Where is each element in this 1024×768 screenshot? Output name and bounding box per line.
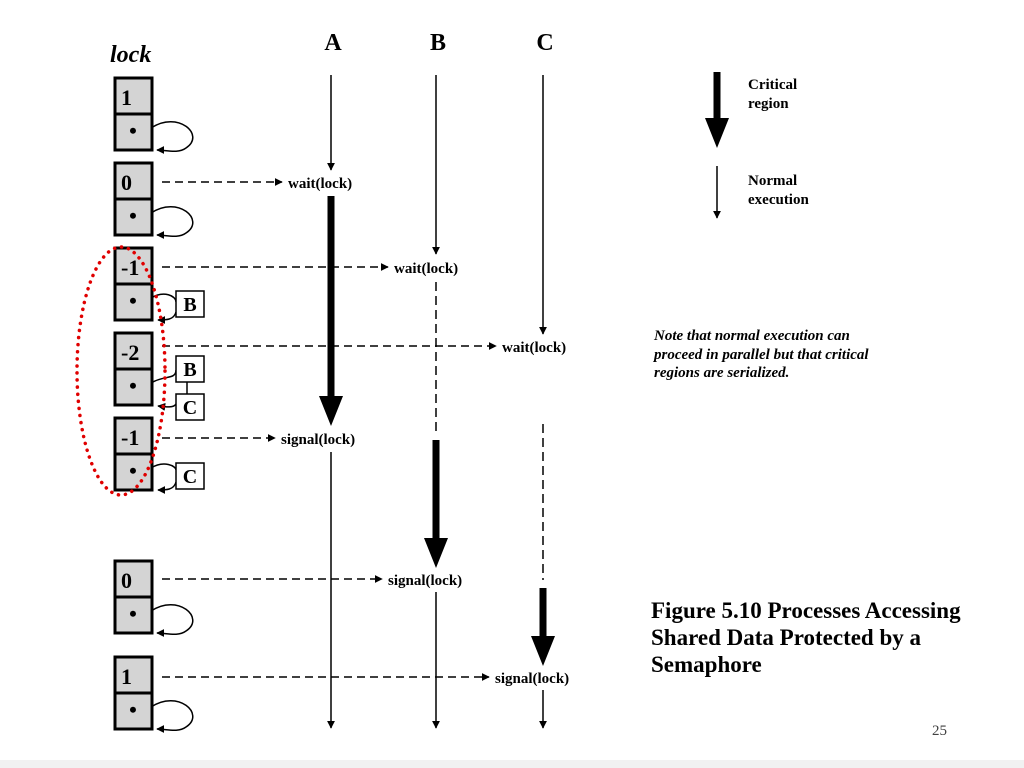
process-header-b: B	[430, 30, 446, 56]
timeline-a	[319, 75, 343, 729]
legend-critical: Critical region	[705, 72, 798, 148]
critical-arrowhead	[705, 118, 729, 148]
lock-state-box: 1 •	[113, 655, 194, 734]
svg-text:C: C	[183, 466, 197, 488]
page-number: 25	[932, 723, 947, 739]
lock-pointer: •	[129, 288, 137, 313]
lock-pointer: •	[129, 697, 137, 722]
queue-entry: B	[175, 355, 205, 383]
process-header-c: C	[536, 30, 553, 56]
process-header-a: A	[324, 30, 342, 56]
lock-count: -1	[121, 425, 139, 450]
lock-count: -1	[121, 255, 139, 280]
operation-arrow: wait(lock)	[162, 261, 458, 277]
operation-label: wait(lock)	[288, 176, 352, 192]
figure-caption: Figure 5.10 Processes Accessing Shared D…	[651, 598, 961, 677]
operation-label: signal(lock)	[281, 432, 355, 448]
operation-label: wait(lock)	[394, 261, 458, 277]
operation-label: wait(lock)	[502, 340, 566, 356]
lock-state-box: 1 •	[113, 76, 194, 155]
lock-pointer: •	[129, 601, 137, 626]
legend-critical-label: Critical region	[748, 77, 798, 112]
timeline-b	[424, 75, 448, 729]
operation-arrow: signal(lock)	[162, 573, 462, 589]
lock-count: -2	[121, 340, 139, 365]
lock-state-box: -1 •	[113, 416, 177, 494]
critical-arrowhead	[531, 636, 555, 666]
lock-state-box: 0 •	[113, 161, 194, 240]
legend-normal-label: Normal execution	[748, 173, 809, 208]
operation-label: signal(lock)	[495, 671, 569, 687]
lock-state-box: -2 •	[113, 331, 188, 411]
lock-count: 1	[121, 664, 132, 689]
operation-arrow: signal(lock)	[162, 671, 569, 687]
lock-count: 0	[121, 170, 132, 195]
lock-pointer: •	[129, 458, 137, 483]
lock-pointer: •	[129, 373, 137, 398]
operation-arrow: signal(lock)	[162, 432, 355, 448]
lock-heading: lock	[110, 42, 151, 68]
queue-entry: C	[175, 462, 205, 490]
lock-count: 0	[121, 568, 132, 593]
svg-text:B: B	[183, 294, 196, 316]
operation-label: signal(lock)	[388, 573, 462, 589]
critical-arrowhead	[424, 538, 448, 568]
svg-text:B: B	[183, 359, 196, 381]
lock-state-box: 0 •	[113, 559, 194, 638]
lock-pointer: •	[129, 203, 137, 228]
explanatory-note: Note that normal execution can proceed i…	[654, 328, 869, 381]
lock-count: 1	[121, 85, 132, 110]
critical-arrowhead	[319, 396, 343, 426]
lock-state-box: -1 •	[113, 246, 177, 324]
footer-strip	[0, 760, 1024, 768]
queue-entry: C	[175, 393, 205, 421]
lock-pointer: •	[129, 118, 137, 143]
operation-arrow: wait(lock)	[162, 340, 566, 356]
legend-normal: Normal execution	[713, 166, 809, 219]
svg-text:C: C	[183, 397, 197, 419]
highlight-ellipse	[75, 245, 167, 497]
timeline-c	[531, 75, 555, 729]
queue-entry: B	[175, 290, 205, 318]
operation-arrow: wait(lock)	[162, 176, 352, 192]
